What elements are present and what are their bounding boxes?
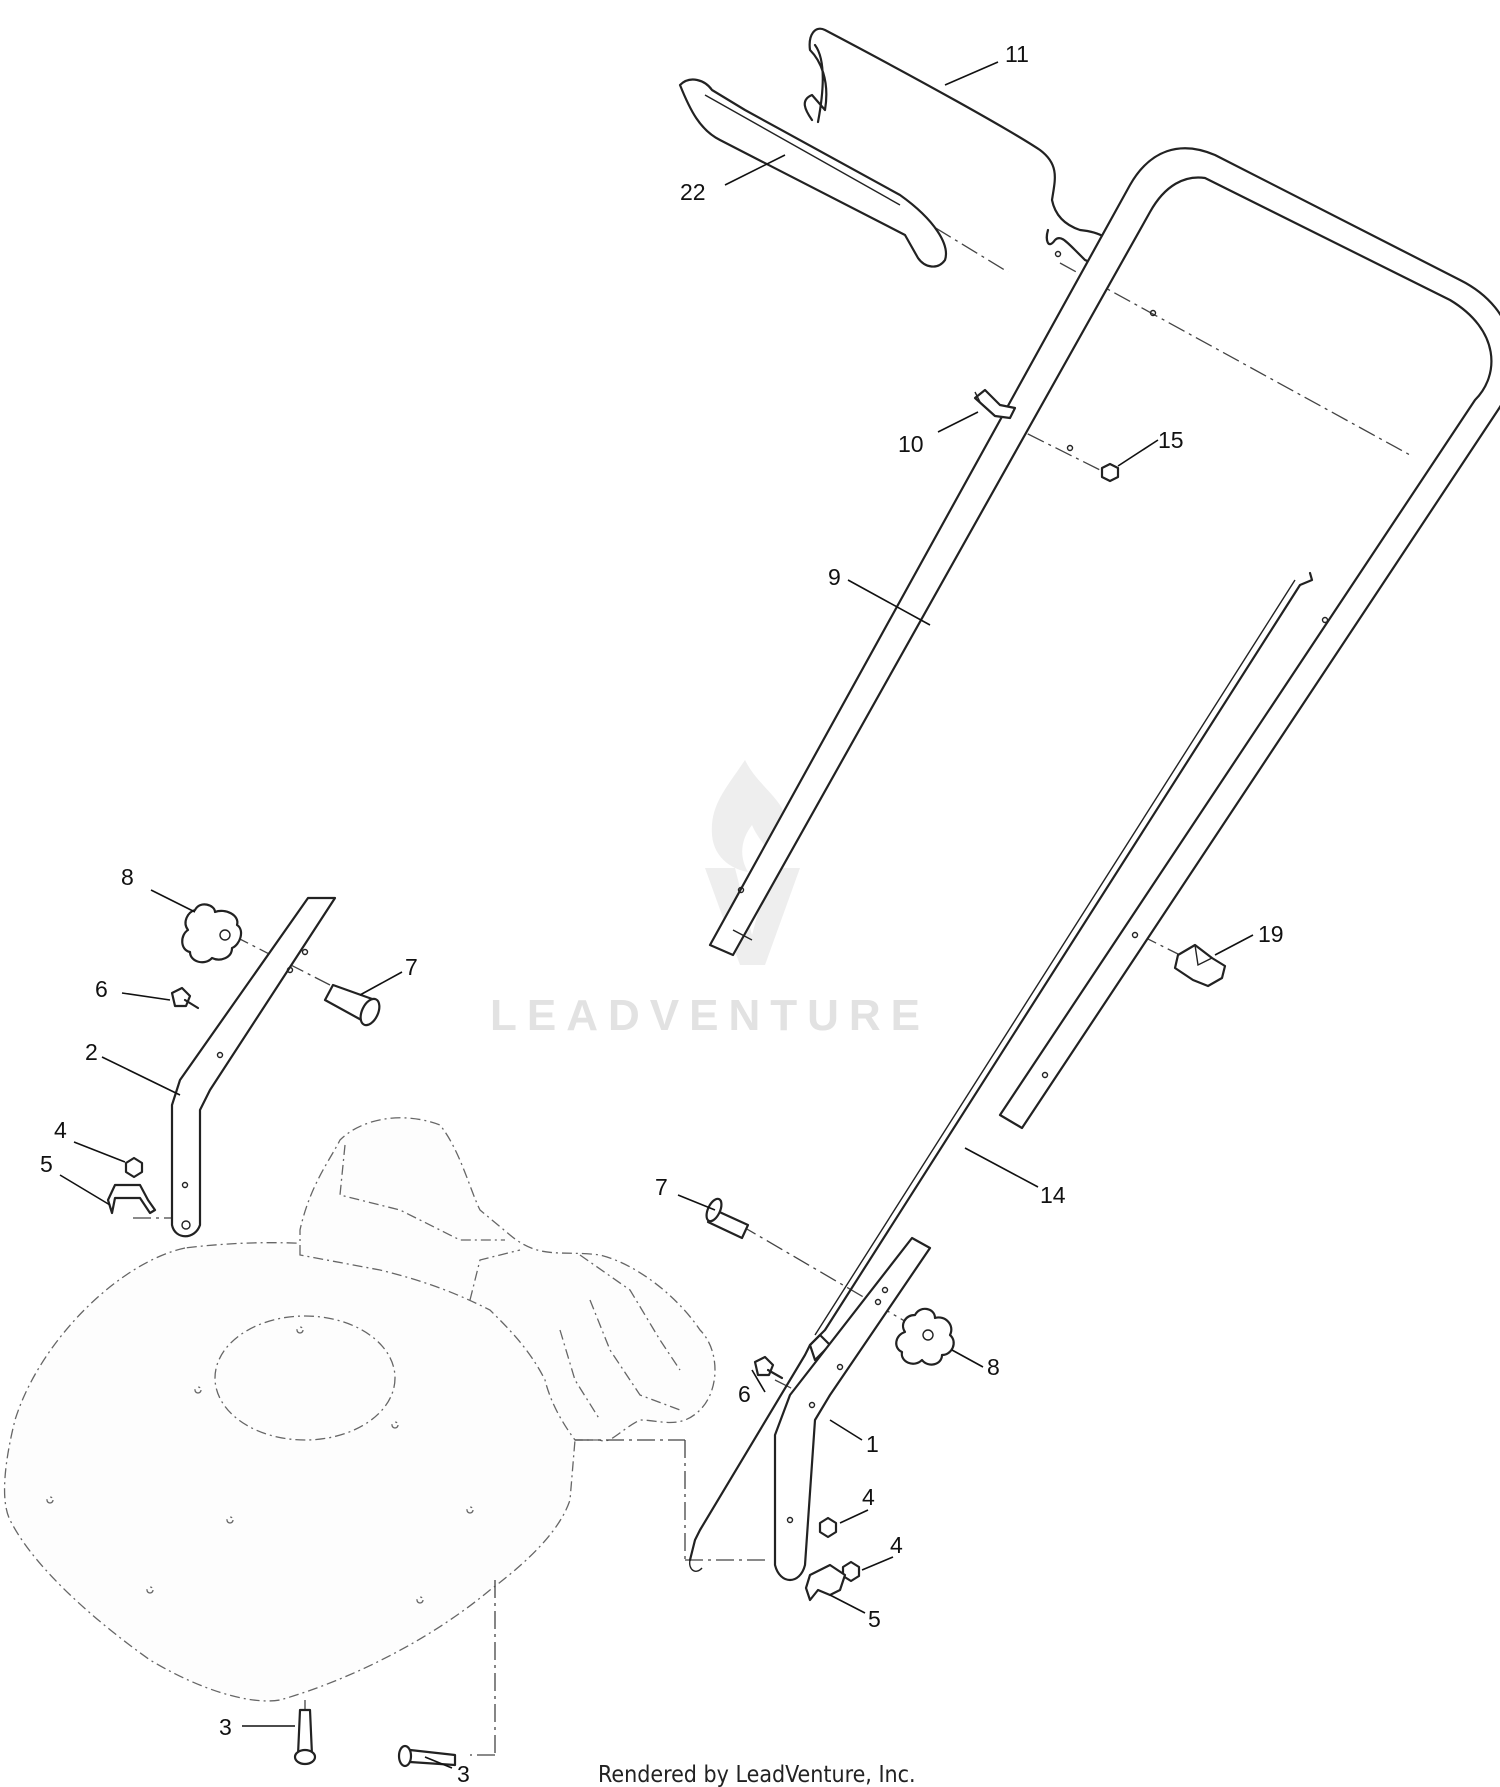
callout-7-left: 7 xyxy=(405,954,418,980)
leader-lines xyxy=(59,61,1254,1769)
handle-knob-right xyxy=(895,1307,955,1366)
nut-4-right-lower xyxy=(841,1560,861,1583)
callout-19: 19 xyxy=(1258,921,1284,947)
bail xyxy=(803,27,1117,264)
cable-clip-19 xyxy=(1173,943,1227,988)
callout-4-right-upper: 4 xyxy=(862,1484,875,1510)
callout-3-right: 3 xyxy=(457,1761,470,1787)
callout-8-right: 8 xyxy=(987,1354,1000,1380)
nut-4-left xyxy=(124,1156,144,1179)
left-lower-handle xyxy=(170,896,337,1238)
callouts: 11 22 10 15 9 19 8 7 6 2 4 5 14 7 8 6 1 … xyxy=(40,41,1284,1787)
callout-3-left: 3 xyxy=(219,1714,232,1740)
bolt-3-right xyxy=(397,1744,457,1768)
carriage-bolt-left xyxy=(323,983,381,1027)
upper-handle xyxy=(708,147,1500,1130)
callout-6-right: 6 xyxy=(738,1381,751,1407)
nut-4-right-upper xyxy=(818,1516,838,1539)
mower-deck xyxy=(3,1117,716,1702)
nut-15 xyxy=(1100,462,1120,483)
callout-9: 9 xyxy=(828,564,841,590)
callout-4-left: 4 xyxy=(54,1117,67,1143)
watermark-text: LEADVENTURE xyxy=(490,991,930,1040)
callout-4-right-lower: 4 xyxy=(890,1532,903,1558)
callout-5-right: 5 xyxy=(868,1606,881,1632)
bracket-5-left xyxy=(106,1183,157,1215)
bolt-3-left xyxy=(293,1708,317,1766)
callout-6-left: 6 xyxy=(95,976,108,1002)
callout-14: 14 xyxy=(1040,1182,1066,1208)
callout-22: 22 xyxy=(680,179,706,205)
bolt-6-left xyxy=(170,986,200,1010)
rendered-by-credit: Rendered by LeadVenture, Inc. xyxy=(598,1762,916,1787)
bail-grip xyxy=(678,78,947,268)
right-lower-handle xyxy=(773,1236,932,1582)
carriage-bolt-right xyxy=(705,1197,750,1240)
callout-8-left: 8 xyxy=(121,864,134,890)
callout-7-right: 7 xyxy=(655,1174,668,1200)
callout-1: 1 xyxy=(866,1431,879,1457)
callout-10: 10 xyxy=(898,431,924,457)
bolt-6-right xyxy=(753,1355,784,1380)
bracket-5-right xyxy=(804,1563,847,1602)
callout-11: 11 xyxy=(1005,41,1029,67)
callout-2: 2 xyxy=(85,1039,98,1065)
cable-clip xyxy=(973,388,1017,420)
callout-15: 15 xyxy=(1158,427,1184,453)
callout-5-left: 5 xyxy=(40,1151,53,1177)
handle-knob-left xyxy=(181,903,243,964)
